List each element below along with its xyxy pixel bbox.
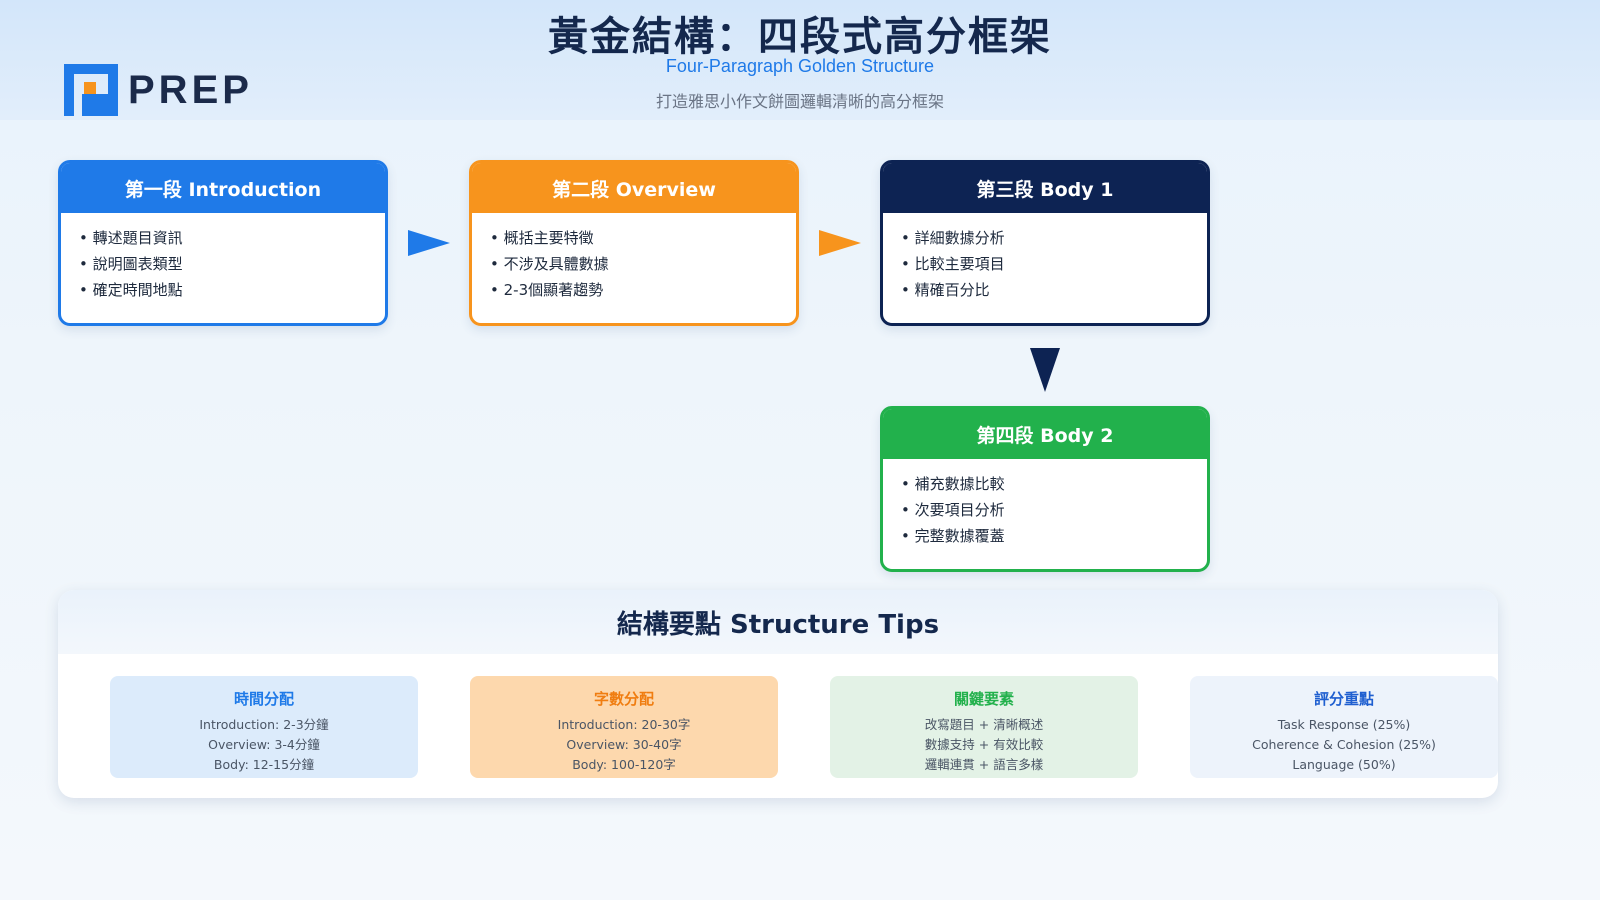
subtitle-chinese: 打造雅思小作文餅圖邏輯清晰的高分框架 (655, 92, 944, 111)
card-overview-title: 第二段 Overview (472, 163, 796, 213)
prep-logo-icon (64, 64, 118, 116)
page-title: 黃金結構：四段式高分框架 (548, 14, 1052, 60)
prep-logo[interactable]: PREP (64, 64, 253, 116)
tip-title: 關鍵要素 (953, 690, 1014, 708)
tip-line: Introduction: 20-30字 (557, 717, 691, 732)
tip-line: Coherence & Cohesion (25%) (1252, 737, 1436, 752)
card-body-1-item: 詳細數據分析 (901, 225, 1189, 251)
card-overview-item: 2-3個顯著趨勢 (490, 277, 778, 303)
arrow-right-icon (408, 230, 450, 256)
card-body-1-item: 比較主要項目 (901, 251, 1189, 277)
tip-line: Overview: 30-40字 (566, 737, 682, 752)
card-body-2-item: 次要項目分析 (901, 497, 1189, 523)
tip-scoring-focus: 評分重點 Task Response (25%) Coherence & Coh… (1190, 676, 1498, 778)
card-introduction-item: 確定時間地點 (79, 277, 367, 303)
card-body-2-item: 完整數據覆蓋 (901, 523, 1189, 549)
card-overview: 第二段 Overview 概括主要特徵 不涉及具體數據 2-3個顯著趨勢 (469, 160, 799, 326)
card-body-2-title: 第四段 Body 2 (883, 409, 1207, 459)
tip-title: 時間分配 (233, 690, 294, 708)
tip-line: 邏輯連貫 + 語言多樣 (924, 757, 1044, 772)
tip-key-elements: 關鍵要素 改寫題目 + 清晰概述 數據支持 + 有效比較 邏輯連貫 + 語言多樣 (830, 676, 1138, 778)
arrow-down-icon (1030, 348, 1060, 392)
tip-title: 字數分配 (593, 690, 654, 708)
tip-title: 評分重點 (1313, 690, 1374, 708)
logo-text: PREP (128, 67, 253, 112)
card-introduction-item: 轉述題目資訊 (79, 225, 367, 251)
card-overview-item: 概括主要特徵 (490, 225, 778, 251)
card-body-1-item: 精確百分比 (901, 277, 1189, 303)
tip-word-allocation: 字數分配 Introduction: 20-30字 Overview: 30-4… (470, 676, 778, 778)
tip-line: Language (50%) (1292, 757, 1396, 772)
card-overview-item: 不涉及具體數據 (490, 251, 778, 277)
card-body-1: 第三段 Body 1 詳細數據分析 比較主要項目 精確百分比 (880, 160, 1210, 326)
arrow-right-icon (819, 230, 861, 256)
tip-line: Body: 12-15分鐘 (213, 757, 315, 772)
card-body-2: 第四段 Body 2 補充數據比較 次要項目分析 完整數據覆蓋 (880, 406, 1210, 572)
tip-line: Introduction: 2-3分鐘 (199, 717, 329, 732)
structure-tips-title: 結構要點 Structure Tips (58, 590, 1498, 654)
tip-line: Body: 100-120字 (572, 757, 676, 772)
tip-line: 數據支持 + 有效比較 (924, 737, 1044, 752)
tip-line: Overview: 3-4分鐘 (208, 737, 320, 752)
structure-tips-panel: 結構要點 Structure Tips 時間分配 Introduction: 2… (58, 590, 1498, 798)
card-body-1-title: 第三段 Body 1 (883, 163, 1207, 213)
tip-time-allocation: 時間分配 Introduction: 2-3分鐘 Overview: 3-4分鐘… (110, 676, 418, 778)
card-body-2-item: 補充數據比較 (901, 471, 1189, 497)
tip-line: Task Response (25%) (1277, 717, 1411, 732)
tip-line: 改寫題目 + 清晰概述 (924, 717, 1044, 732)
card-introduction-item: 說明圖表類型 (79, 251, 367, 277)
header-band (0, 0, 1600, 120)
card-introduction: 第一段 Introduction 轉述題目資訊 說明圖表類型 確定時間地點 (58, 160, 388, 326)
subtitle-english: Four-Paragraph Golden Structure (665, 56, 935, 76)
card-introduction-title: 第一段 Introduction (61, 163, 385, 213)
